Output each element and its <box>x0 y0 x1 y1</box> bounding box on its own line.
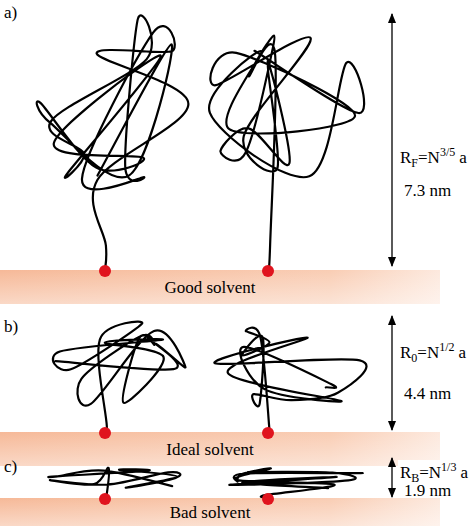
formula-part: 3/5 <box>440 145 455 159</box>
polymer-chains <box>37 15 367 498</box>
formula-part: =N <box>418 148 440 167</box>
panel-letter: a) <box>4 4 17 21</box>
formula-part: =N <box>417 343 439 362</box>
polymer-chain <box>229 468 362 498</box>
formula-part: R <box>400 148 411 167</box>
substrate-shade <box>0 270 440 304</box>
polymer-chain <box>48 468 180 499</box>
formula-part: R <box>400 343 411 362</box>
formula-part: 1/3 <box>441 460 456 474</box>
anchor-dot <box>262 427 274 439</box>
solvent-label: Ideal solvent <box>166 440 253 460</box>
substrate-shade <box>0 432 440 466</box>
formula-part: R <box>400 463 411 482</box>
panel-letter: b) <box>4 318 18 335</box>
formula-part: 0 <box>411 351 417 365</box>
polymer-chain <box>214 328 366 435</box>
substrate-band <box>0 270 440 304</box>
polymer-chain <box>37 15 189 270</box>
formula-part: a <box>460 463 468 482</box>
solvent-label: Bad solvent <box>170 503 251 523</box>
panel-letter: c) <box>4 458 17 475</box>
substrate-label-box: Ideal solvent <box>0 434 420 466</box>
formula-part: =N <box>419 463 441 482</box>
substrate-band <box>0 498 440 526</box>
polymer-chain <box>53 322 186 435</box>
substrate-label-box: Good solvent <box>0 272 420 304</box>
height-arrows <box>391 14 392 497</box>
solvent-label: Good solvent <box>164 278 255 298</box>
dimension: 4.4 nm <box>404 385 451 402</box>
anchor-points <box>99 265 274 505</box>
formula-part: F <box>411 156 418 170</box>
size-formula: R0=N1/2 a <box>398 340 468 365</box>
anchor-dot <box>262 265 274 277</box>
anchor-dot <box>262 493 274 505</box>
substrate <box>0 270 440 526</box>
size-formula: RF=N3/5 a <box>398 145 469 170</box>
formula-part: B <box>411 471 419 485</box>
substrate-label-box: Bad solvent <box>0 500 420 526</box>
formula-part: a <box>459 343 467 362</box>
formula-part: 1/2 <box>439 340 454 354</box>
anchor-dot <box>99 265 111 277</box>
polymer-chain <box>209 36 364 271</box>
substrate-shade <box>0 498 440 526</box>
substrate-band <box>0 432 440 466</box>
dimension: 7.3 nm <box>404 182 451 199</box>
anchor-dot <box>99 493 111 505</box>
size-formula: RB=N1/3 a <box>398 460 470 485</box>
formula-part: a <box>459 148 467 167</box>
anchor-dot <box>99 427 111 439</box>
